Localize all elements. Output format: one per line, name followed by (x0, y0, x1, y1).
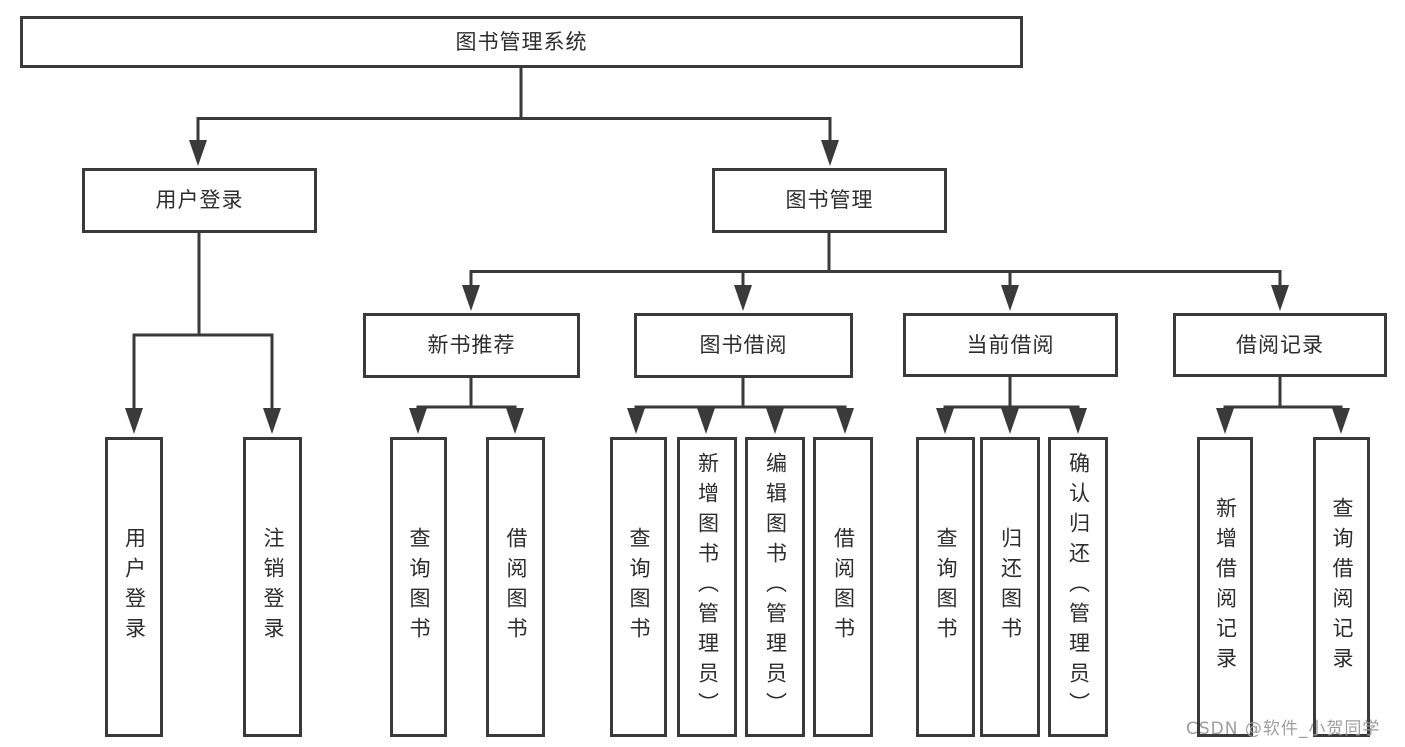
leaf-query-books-current-label: 查询图书 (934, 527, 958, 647)
leaf-query-books-borrowing-label: 查询图书 (627, 527, 651, 647)
leaf-borrow-books-borrowing: 借阅图书 (813, 437, 873, 737)
leaf-query-books-current: 查询图书 (916, 437, 975, 737)
leaf-logout-label: 注销登录 (261, 527, 285, 647)
node-borrowing-records: 借阅记录 (1173, 313, 1387, 377)
connector-new-book-to-leaves (409, 378, 524, 434)
connector-book-management-to-level3 (462, 233, 1289, 311)
leaf-borrow-books-borrowing-label: 借阅图书 (831, 527, 856, 647)
leaf-add-borrow-record-label: 新增借阅记录 (1213, 497, 1238, 677)
connector-borrowing-records-to-leaves (1216, 377, 1350, 434)
connector-current-borrowing-to-leaves (936, 377, 1087, 434)
watermark: CSDN @软件_小贺同学 (1186, 719, 1381, 739)
leaf-return-books-label: 归还图书 (998, 527, 1023, 647)
node-current-borrowing-label: 当前借阅 (966, 332, 1055, 357)
leaf-confirm-return-admin-label: 确认归还（管理员） (1066, 452, 1091, 722)
node-current-borrowing: 当前借阅 (903, 313, 1118, 377)
node-book-management: 图书管理 (712, 168, 947, 233)
node-book-borrowing-label: 图书借阅 (699, 333, 788, 357)
leaf-add-borrow-record: 新增借阅记录 (1197, 437, 1253, 737)
node-user-login-label: 用户登录 (155, 188, 244, 212)
connector-user-login-to-leaves (125, 233, 281, 434)
leaf-edit-books-admin-label: 编辑图书（管理员） (763, 452, 788, 722)
node-user-login: 用户登录 (82, 168, 317, 233)
leaf-borrow-books-recommend-label: 借阅图书 (504, 527, 528, 647)
leaf-query-books-borrowing: 查询图书 (610, 437, 667, 737)
leaf-return-books: 归还图书 (980, 437, 1040, 737)
node-new-book-recommendation-label: 新书推荐 (427, 333, 516, 357)
node-library-management-system: 图书管理系统 (20, 16, 1023, 68)
leaf-add-books-admin: 新增图书（管理员） (677, 437, 737, 737)
leaf-query-books-recommend: 查询图书 (390, 437, 447, 737)
node-borrowing-records-label: 借阅记录 (1236, 332, 1324, 357)
leaf-query-books-recommend-label: 查询图书 (407, 527, 431, 647)
leaf-query-borrow-record-label: 查询借阅记录 (1330, 497, 1354, 677)
node-book-management-label: 图书管理 (785, 188, 874, 212)
leaf-user-login-label: 用户登录 (122, 527, 147, 647)
leaf-logout: 注销登录 (243, 437, 302, 737)
node-new-book-recommendation: 新书推荐 (363, 313, 580, 378)
leaf-user-login: 用户登录 (105, 437, 163, 737)
leaf-add-books-admin-label: 新增图书（管理员） (695, 452, 720, 722)
leaf-confirm-return-admin: 确认归还（管理员） (1048, 437, 1108, 737)
leaf-query-borrow-record: 查询借阅记录 (1313, 437, 1370, 737)
leaf-borrow-books-recommend: 借阅图书 (486, 437, 545, 737)
leaf-edit-books-admin: 编辑图书（管理员） (745, 437, 805, 737)
connector-book-borrowing-to-leaves (627, 378, 854, 434)
node-book-borrowing: 图书借阅 (634, 313, 853, 378)
node-library-management-system-label: 图书管理系统 (455, 29, 588, 54)
connector-root-to-level2 (189, 68, 839, 166)
